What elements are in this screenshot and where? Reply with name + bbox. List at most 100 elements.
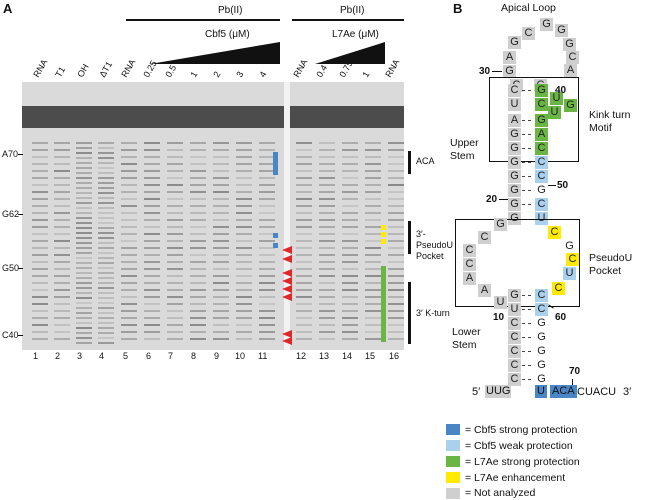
gel-band	[76, 297, 92, 299]
gel-band	[296, 296, 312, 298]
gel-band	[365, 163, 381, 165]
gel-band	[365, 261, 381, 263]
nucleotide: A	[564, 64, 577, 77]
gel-band	[190, 317, 206, 319]
gel-band	[98, 267, 114, 269]
legend-label: = L7Ae strong protection	[465, 456, 580, 468]
nucleotide: A	[503, 51, 516, 64]
gel-band	[76, 282, 92, 284]
gel-band	[98, 252, 114, 254]
lane-header: RNA	[119, 57, 138, 79]
lane-number: 16	[389, 351, 400, 361]
gel-band	[167, 338, 183, 340]
gel-band	[388, 233, 404, 235]
gel-band	[296, 156, 312, 158]
three-prime: 3′	[623, 386, 632, 398]
gel-band	[76, 262, 92, 264]
gel-band	[32, 170, 48, 172]
gel-band	[388, 310, 404, 312]
kink-turn-box	[489, 77, 579, 162]
gel-band	[144, 254, 160, 256]
gel-band	[190, 338, 206, 340]
region-pseudou: 3′-PseudoU Pocket	[416, 229, 454, 261]
gel-lane	[142, 82, 162, 350]
gel-band	[296, 212, 312, 214]
gel-band	[236, 289, 252, 291]
tail-u: U	[535, 385, 547, 398]
gel-band	[167, 289, 183, 291]
gel-band	[296, 191, 312, 193]
gel-band	[54, 240, 70, 242]
gel-band	[319, 226, 335, 228]
gel-band	[76, 162, 92, 164]
gel-band	[167, 233, 183, 235]
nucleotide: G	[508, 142, 521, 155]
pseudou-bracket	[408, 221, 411, 254]
gel-band	[259, 338, 275, 340]
nucleotide: G	[494, 218, 507, 231]
nucleotide: C	[535, 303, 548, 316]
gel-band	[388, 338, 404, 340]
gel-band	[259, 289, 275, 291]
gel-band	[76, 152, 92, 154]
gel-band	[167, 296, 183, 298]
nucleotide: C	[508, 373, 521, 386]
gel-band	[167, 303, 183, 305]
gel-band	[342, 282, 358, 284]
gel-band	[54, 226, 70, 228]
lane-header: 0.25	[141, 58, 159, 79]
gel-lane	[74, 82, 94, 350]
gel-band	[365, 310, 381, 312]
gel-band	[296, 275, 312, 277]
gel-band	[76, 257, 92, 259]
gel-band	[388, 226, 404, 228]
gel-band	[388, 275, 404, 277]
gel-band	[259, 219, 275, 221]
gel-band	[388, 289, 404, 291]
gel-band	[319, 254, 335, 256]
lane-number: 4	[99, 351, 105, 361]
nucleotide: C	[535, 156, 548, 169]
enhancement-arrows	[282, 246, 292, 345]
gel-band	[236, 275, 252, 277]
nucleotide: U	[550, 92, 563, 105]
gel-band	[121, 268, 137, 270]
gel-band	[54, 282, 70, 284]
gel-band	[32, 212, 48, 214]
gel-lane	[257, 82, 277, 350]
gel-band	[365, 275, 381, 277]
gel-band	[54, 324, 70, 326]
nucleotide: C	[535, 98, 548, 111]
gel-band	[76, 202, 92, 204]
gel-band	[342, 289, 358, 291]
nucleotide: C	[552, 282, 565, 295]
tail-5-prime: UUG	[485, 385, 512, 398]
gel-band	[236, 247, 252, 249]
gel-band	[190, 191, 206, 193]
nucleotide: G	[535, 184, 548, 197]
gel-band	[236, 303, 252, 305]
gel-band	[144, 191, 160, 193]
gel-band	[32, 219, 48, 221]
gel-lane	[96, 82, 116, 350]
gel-band	[76, 182, 92, 184]
gel-band	[365, 282, 381, 284]
gel-band	[167, 205, 183, 207]
gel-band	[167, 324, 183, 326]
gel-band	[236, 282, 252, 284]
gel-band	[259, 331, 275, 333]
gel-band	[213, 240, 229, 242]
gel-band	[296, 205, 312, 207]
lane-header: 3	[234, 69, 246, 79]
nucleotide: G	[503, 65, 516, 78]
gel-band	[167, 212, 183, 214]
gel-band	[54, 268, 70, 270]
gel-band	[190, 233, 206, 235]
gel-band	[190, 240, 206, 242]
gel-band	[342, 198, 358, 200]
gel-band	[98, 272, 114, 274]
nucleotide: G	[508, 184, 521, 197]
gel-band	[259, 303, 275, 305]
gel-band	[259, 149, 275, 151]
gel-band	[76, 142, 92, 144]
